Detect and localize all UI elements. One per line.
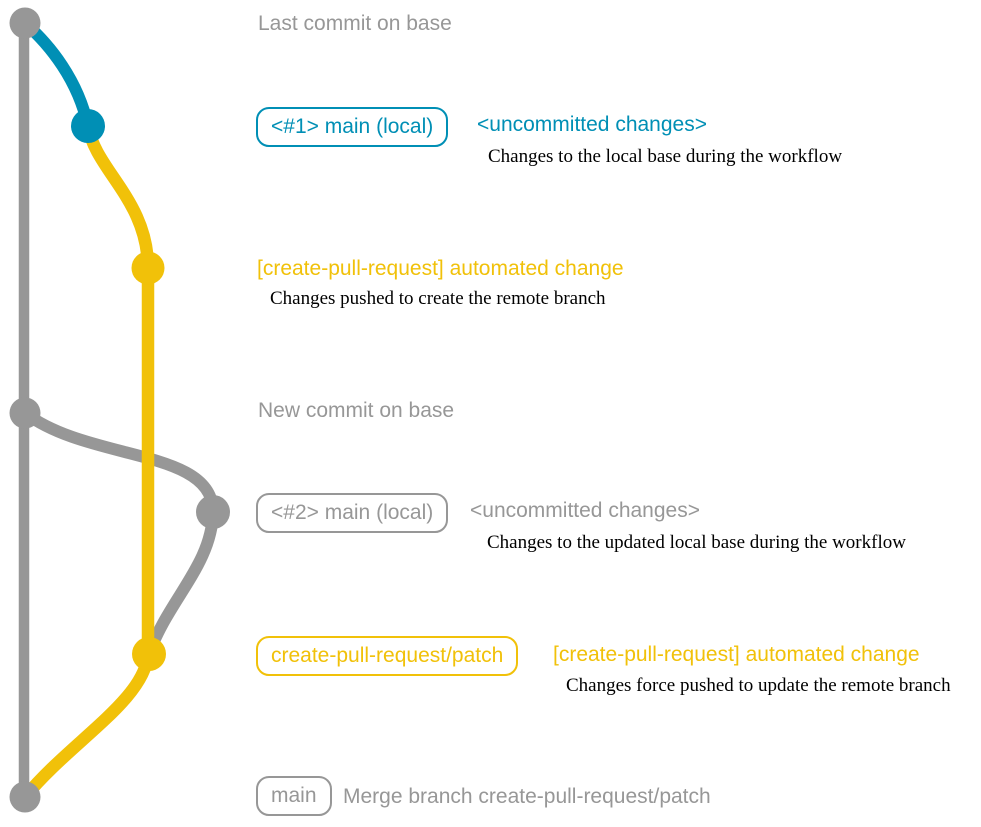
commit-message-local1: <uncommitted changes> <box>477 112 707 136</box>
commit-message-merge: Merge branch create-pull-request/patch <box>343 784 711 808</box>
commit-description-local2: Changes to the updated local base during… <box>487 532 906 554</box>
branch-badge-main: main <box>256 776 332 816</box>
branch-line-patch-merge-into-base <box>20 653 155 801</box>
branch-line-base-to-local2 <box>21 408 219 513</box>
branch-line-patch <box>81 124 155 654</box>
commit-dot-patch-2 <box>132 637 166 671</box>
branch-badge-main-local-2: <#2> main (local) <box>256 493 449 533</box>
label-last-commit-on-base: Last commit on base <box>258 11 452 35</box>
branch-line-main-local <box>21 18 94 128</box>
commit-description-push2: Changes force pushed to update the remot… <box>566 675 951 697</box>
branch-badge-main-local-1: <#1> main (local) <box>256 107 449 147</box>
commit-dot-main-local-1 <box>71 109 105 143</box>
commit-message-push2: [create-pull-request] automated change <box>553 642 920 666</box>
branch-badge-create-pull-request-patch: create-pull-request/patch <box>256 636 519 676</box>
commit-dot-merge-on-base <box>9 781 41 813</box>
commit-dot-last-commit-on-base <box>9 7 41 39</box>
commit-message-local2: <uncommitted changes> <box>470 498 700 522</box>
commit-dot-main-local-2 <box>196 495 230 529</box>
label-new-commit-on-base: New commit on base <box>258 398 455 422</box>
commit-graph <box>9 7 230 813</box>
commit-message-push1: [create-pull-request] automated change <box>257 256 624 280</box>
commit-dot-patch-1 <box>131 251 165 285</box>
branch-line-local2-merge-into-patch <box>143 511 219 657</box>
commit-dot-new-commit-on-base <box>9 397 41 429</box>
commit-description-local1: Changes to the local base during the wor… <box>488 146 843 168</box>
commit-description-push1: Changes pushed to create the remote bran… <box>270 288 606 310</box>
